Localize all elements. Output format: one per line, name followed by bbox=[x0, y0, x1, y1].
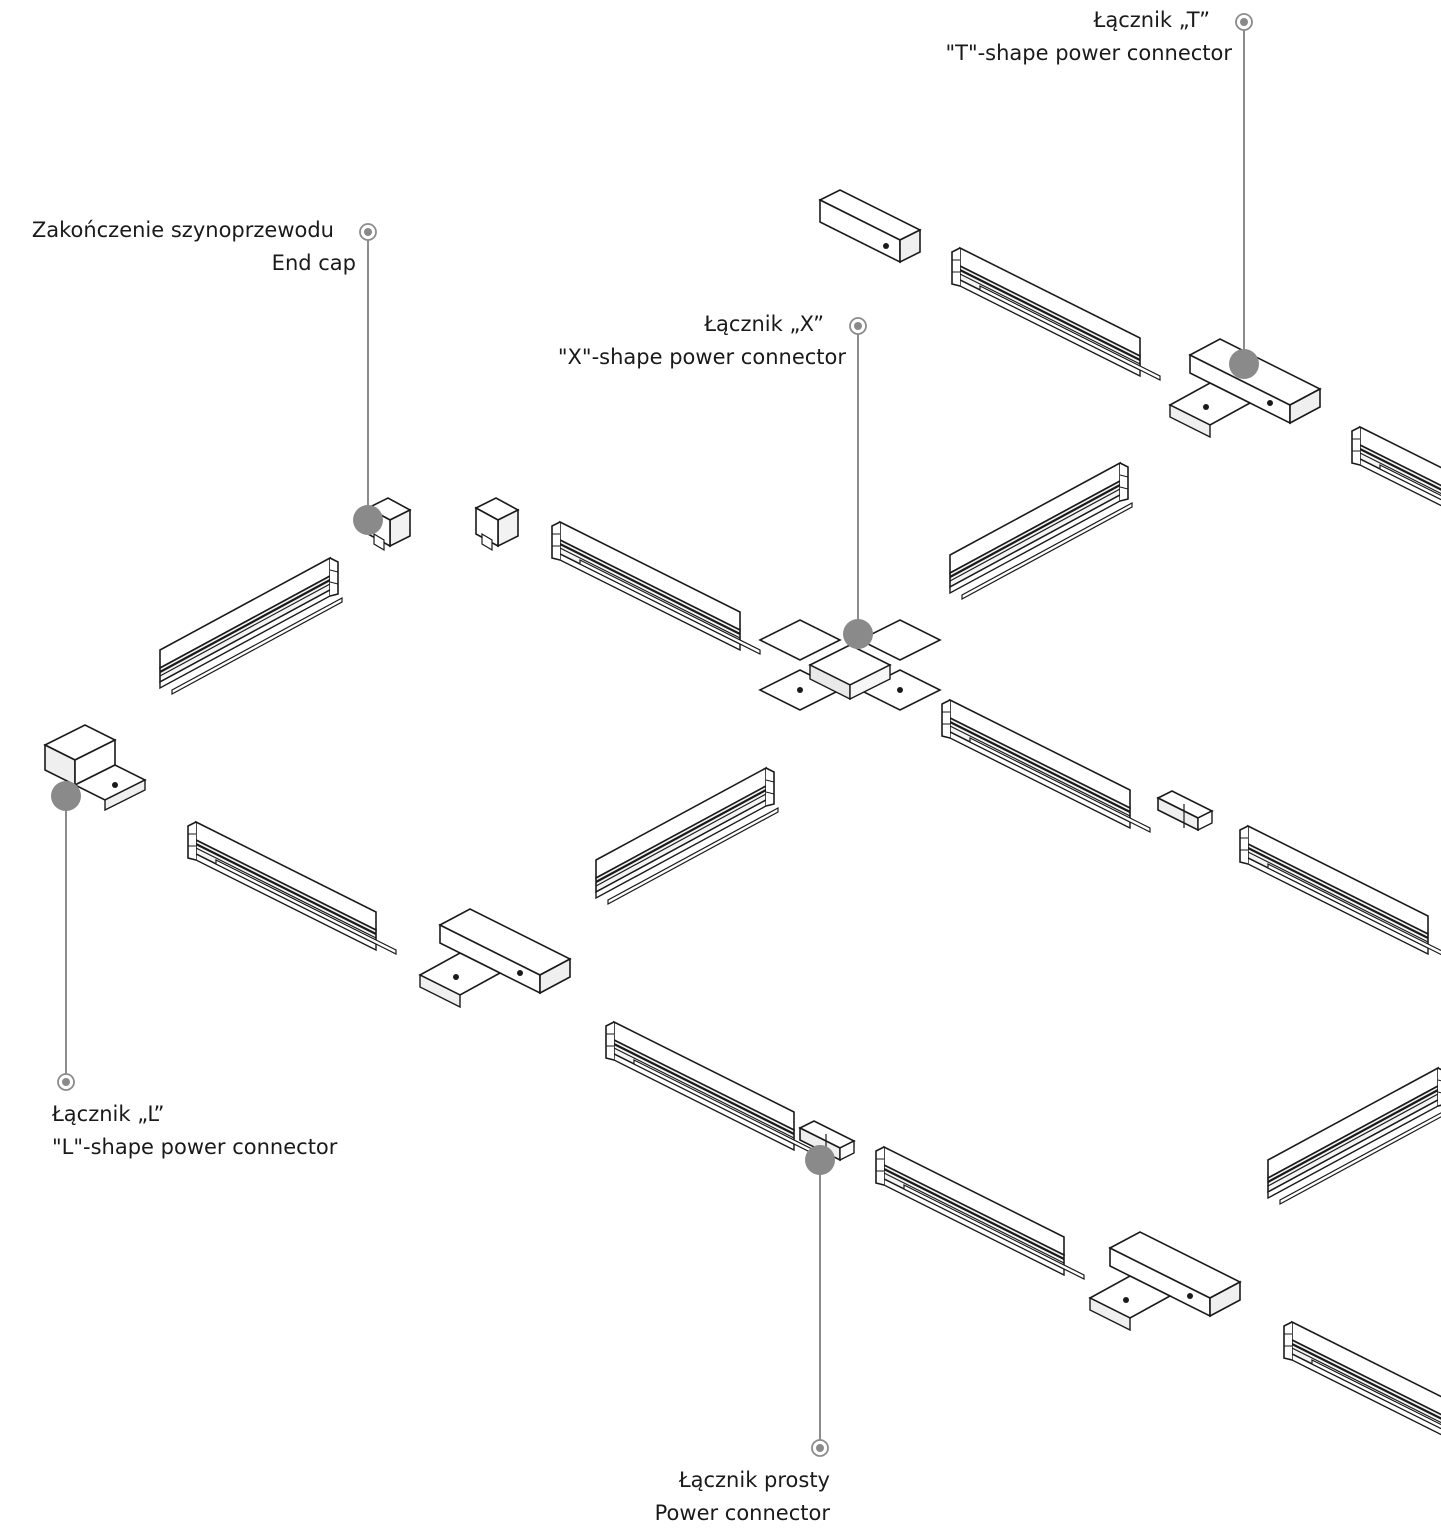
callout-l-connector: Łącznik „L” "L"-shape power connector bbox=[52, 1098, 337, 1164]
callout-x-connector-pl: Łącznik „X” bbox=[704, 312, 824, 336]
t-connector-part bbox=[1089, 1231, 1241, 1331]
callout-l-connector-en: "L"-shape power connector bbox=[52, 1135, 338, 1159]
straight-connector-part bbox=[1157, 790, 1213, 831]
callout-straight-connector-pl: Łącznik prosty bbox=[678, 1468, 830, 1492]
callout-t-connector: Łącznik „T” "T"-shape power connector bbox=[945, 4, 1232, 70]
callout-end-cap-en: End cap bbox=[271, 251, 356, 275]
rail-segment bbox=[158, 556, 344, 696]
rail-segment bbox=[1350, 425, 1441, 561]
dot-x-connector bbox=[843, 619, 873, 649]
end-cap-part bbox=[475, 497, 519, 551]
dot-end-cap bbox=[353, 505, 383, 535]
callout-end-cap-pl: Zakończenie szynoprzewodu bbox=[31, 218, 334, 242]
rail-segment bbox=[186, 820, 398, 956]
callout-t-connector-pl: Łącznik „T” bbox=[1093, 8, 1210, 32]
rail-segment bbox=[1266, 1066, 1441, 1206]
feed-in-box-part bbox=[819, 189, 921, 263]
callout-x-connector: Łącznik „X” "X"-shape power connector bbox=[558, 308, 846, 374]
rail-segment bbox=[950, 246, 1162, 382]
rail-segment bbox=[550, 520, 762, 656]
dot-t-connector bbox=[1229, 349, 1259, 379]
callout-straight-connector: Łącznik prosty Power connector bbox=[655, 1464, 830, 1530]
rail-segment bbox=[594, 766, 780, 906]
rail-segment bbox=[1282, 1320, 1441, 1456]
callout-x-connector-en: "X"-shape power connector bbox=[557, 345, 846, 369]
callout-straight-connector-en: Power connector bbox=[654, 1501, 830, 1525]
callout-leaders bbox=[65, 30, 1245, 1440]
dot-straight-connector bbox=[805, 1145, 835, 1175]
callout-rings bbox=[57, 13, 1253, 1457]
callout-t-connector-en: "T"-shape power connector bbox=[945, 41, 1232, 65]
rail-segment bbox=[874, 1145, 1086, 1281]
callout-l-connector-pl: Łącznik „L” bbox=[52, 1102, 165, 1126]
callout-dots bbox=[51, 349, 1259, 1175]
t-connector-part bbox=[419, 908, 571, 1008]
dot-l-connector bbox=[51, 781, 81, 811]
rail-segment bbox=[948, 461, 1134, 601]
rail-segment bbox=[1238, 824, 1441, 960]
callout-end-cap: Zakończenie szynoprzewodu End cap bbox=[32, 214, 356, 280]
rail-segment bbox=[604, 1020, 816, 1156]
rail-segment bbox=[940, 698, 1152, 834]
